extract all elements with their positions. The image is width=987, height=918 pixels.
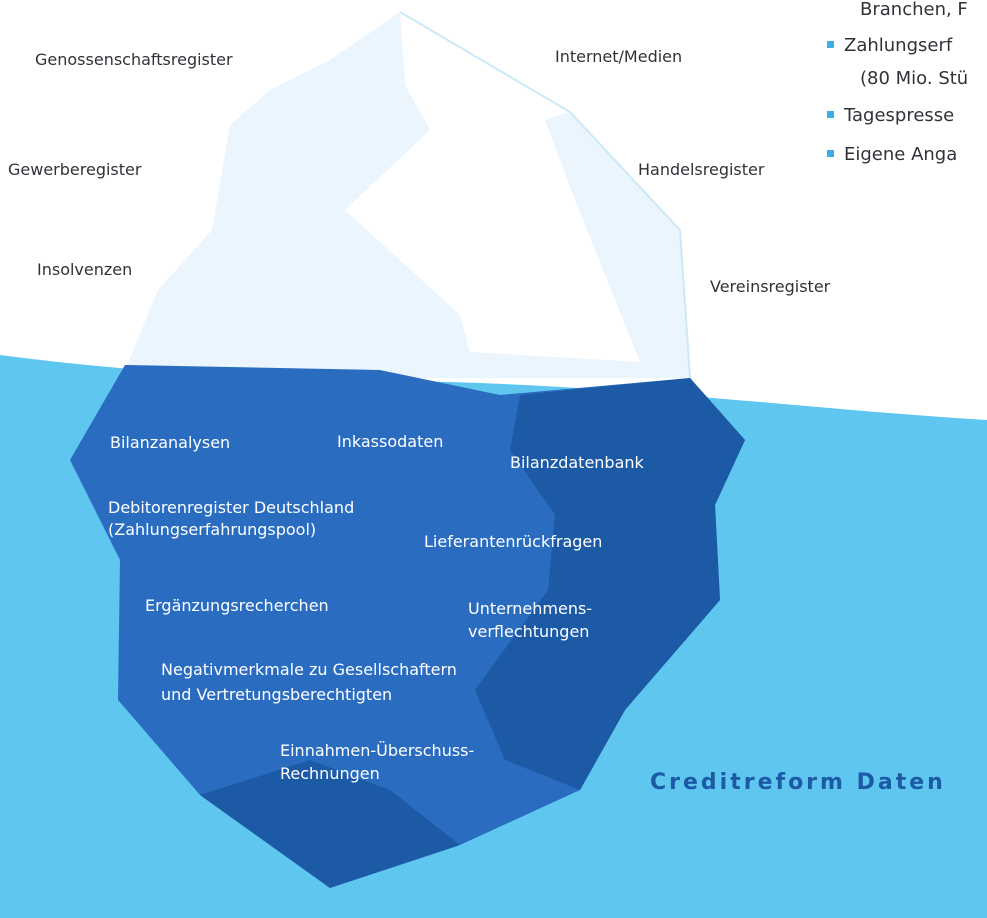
side-list-item-1-text: Zahlungserf [844, 35, 953, 56]
label-debitorenregister: Debitorenregister Deutschland [108, 498, 355, 517]
label-ergaenzungsrecherchen: Ergänzungsrecherchen [145, 596, 329, 615]
side-list-line-0: Branchen, F [860, 0, 968, 20]
side-list-item-1-cont: (80 Mio. Stü [860, 68, 969, 89]
label-inkassodaten: Inkassodaten [337, 432, 444, 451]
side-list-item-2: Tagespresse [827, 103, 954, 129]
label-vereinsregister: Vereinsregister [710, 277, 831, 296]
label-internet-medien: Internet/Medien [555, 47, 683, 66]
side-list-item-3: Eigene Anga [827, 142, 957, 168]
label-insolvenzen: Insolvenzen [37, 260, 133, 279]
side-list-item-1: Zahlungserf [827, 33, 952, 59]
label-handelsregister: Handelsregister [638, 160, 765, 179]
label-rechnungen: Rechnungen [280, 764, 380, 783]
label-unternehmens: Unternehmens- [468, 599, 593, 618]
label-bilanzdatenbank: Bilanzdatenbank [510, 453, 644, 472]
label-negativmerkmale: Negativmerkmale zu Gesellschaftern [161, 660, 457, 679]
label-gewerberegister: Gewerberegister [8, 160, 142, 179]
label-einnahmen-ueberschuss: Einnahmen-Überschuss- [280, 741, 475, 760]
iceberg-outline [399, 11, 691, 379]
iceberg-highlight [345, 12, 640, 362]
label-bilanzanalysen: Bilanzanalysen [110, 433, 231, 452]
bullet-icon [827, 40, 834, 48]
brand-heading: Creditreform Daten [650, 770, 946, 795]
bullet-icon [827, 110, 834, 118]
iceberg-bottom-shade [200, 760, 460, 888]
label-verflechtungen: verflechtungen [468, 622, 590, 641]
iceberg-underwater-shade [475, 378, 745, 790]
side-list-item-3-text: Eigene Anga [844, 144, 958, 165]
label-zahlungserfahrungspool: (Zahlungserfahrungspool) [108, 520, 317, 539]
label-vertretungsberechtigte: und Vertretungsberechtigten [161, 685, 393, 704]
side-list-item-2-text: Tagespresse [844, 105, 955, 126]
bullet-icon [827, 149, 834, 157]
label-genossenschaftsregister: Genossenschaftsregister [35, 50, 233, 69]
label-lieferantenrueckfragen: Lieferantenrückfragen [424, 532, 603, 551]
